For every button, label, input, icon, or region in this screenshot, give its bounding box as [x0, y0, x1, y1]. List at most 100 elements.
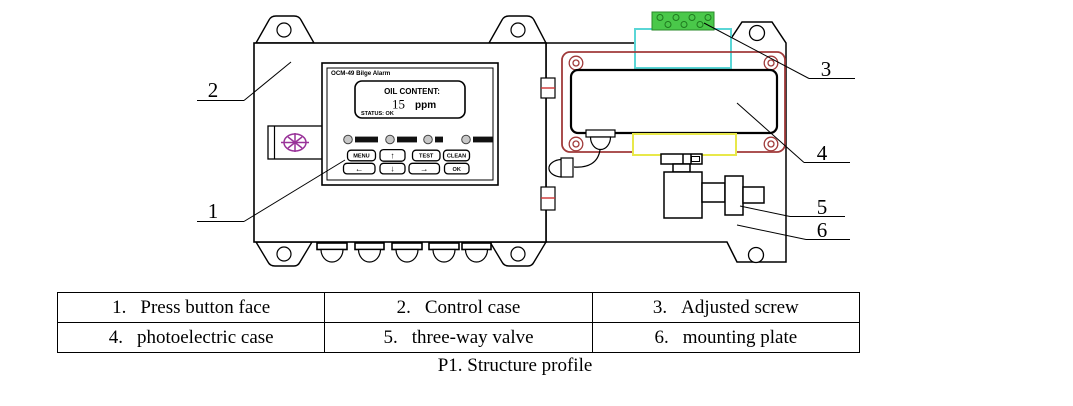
callout-3: 3 — [821, 57, 832, 81]
control-case: OCM-49 Bilge Alarm OIL CONTENT: 15 ppm S… — [253, 15, 548, 267]
valve-flange — [724, 175, 744, 216]
led-icon — [385, 134, 395, 145]
ok-button-label: OK — [453, 167, 461, 173]
part-name: Adjusted screw — [681, 296, 799, 318]
callout-1: 1 — [208, 199, 219, 223]
tab-hole-icon — [510, 246, 526, 262]
part-number: 5. — [383, 326, 398, 348]
side-gland-dome — [548, 158, 562, 178]
table-row: 1. Press button face 2. Control case 3. … — [56, 292, 861, 323]
cable-gland-icon — [432, 248, 456, 263]
table-row: 4. photoelectric case 5. three-way valve… — [56, 322, 861, 353]
right-button — [408, 162, 441, 175]
lcd-frame — [354, 80, 466, 119]
callout-5: 5 — [817, 195, 828, 219]
cable-gland-icon — [320, 248, 344, 263]
sensor-fitting-dome — [589, 136, 612, 151]
sample-tube-box — [632, 133, 737, 156]
hinge-blocks — [540, 77, 556, 211]
parts-table-cell: 3. Adjusted screw — [591, 292, 861, 323]
cable-gland-icon — [461, 242, 492, 251]
part-number: 6. — [654, 326, 669, 348]
valve-symbol-icon — [281, 133, 309, 152]
figure-caption: P1. Structure profile — [437, 355, 593, 376]
callouts — [197, 22, 855, 240]
down-button — [379, 162, 406, 175]
oil-content-value: 15 — [392, 97, 405, 112]
parts-table: 1. Press button face 2. Control case 3. … — [56, 292, 861, 353]
parts-table-cell: 5. three-way valve — [324, 322, 593, 353]
up-arrow-icon: ↑ — [390, 151, 394, 161]
menu-button — [346, 149, 377, 162]
part-name: mounting plate — [682, 326, 798, 348]
cable-gland-icon — [316, 242, 348, 251]
parts-table-cell: 4. photoelectric case — [56, 322, 326, 353]
sensor-cable — [573, 149, 601, 168]
callout-2: 2 — [208, 78, 219, 102]
part-number: 2. — [396, 296, 411, 318]
plate-hole-top-icon — [748, 24, 766, 42]
cable-gland-icon — [391, 242, 423, 251]
clean-button-label: CLEAN — [447, 154, 466, 160]
keypad: MENU ↑ TEST CLEAN ← ↓ → OK — [342, 148, 471, 175]
test-button-label: TEST — [419, 154, 434, 160]
up-button — [379, 148, 406, 162]
frame-screws — [568, 55, 779, 152]
menu-button-label: MENU — [353, 154, 369, 160]
part-name: three-way valve — [411, 326, 534, 348]
side-gland-body — [560, 157, 574, 178]
test-button — [411, 149, 441, 162]
led-indicators — [343, 134, 493, 145]
valve-side-pipe — [701, 182, 726, 203]
left-arrow-icon: ← — [355, 163, 364, 173]
led-label-bar — [355, 136, 378, 143]
parts-table-cell: 1. Press button face — [56, 292, 326, 323]
part-number: 3. — [652, 296, 668, 318]
callout-4: 4 — [817, 141, 828, 165]
tab-hole-icon — [276, 246, 292, 262]
valve-end-pipe — [742, 186, 765, 204]
tab-hole-icon — [510, 22, 526, 38]
cable-gland-icon — [354, 242, 385, 251]
part-name: Control case — [424, 296, 521, 318]
led-label-bar — [397, 136, 417, 143]
led-icon — [343, 134, 353, 145]
part-number: 4. — [108, 326, 123, 348]
sensor-head-box — [634, 28, 732, 69]
plate-hole-bottom-icon — [747, 246, 765, 264]
structure-diagram: OCM-49 Bilge Alarm OIL CONTENT: 15 ppm S… — [197, 11, 855, 267]
terminal-block — [651, 11, 715, 31]
cable-gland-icon — [428, 242, 460, 251]
part-number: 1. — [112, 296, 127, 318]
photoelectric-case-body — [569, 68, 779, 135]
parts-table-cell: 6. mounting plate — [591, 322, 861, 353]
oil-content-unit: ppm — [415, 100, 436, 111]
tab-hole-icon — [276, 22, 292, 38]
cable-gland-icon — [357, 248, 382, 263]
terminal-screws — [656, 14, 712, 28]
terminal-block-body — [651, 11, 715, 31]
led-icon — [423, 134, 433, 145]
down-arrow-icon: ↓ — [390, 164, 394, 174]
callout-6: 6 — [817, 218, 828, 242]
panel-title: OCM-49 Bilge Alarm — [331, 70, 391, 77]
status-line: STATUS: OK — [361, 111, 394, 117]
right-arrow-icon: → — [420, 163, 429, 173]
led-label-bar — [435, 136, 443, 143]
led-icon — [461, 134, 471, 145]
clean-button — [442, 149, 471, 162]
part-name: photoelectric case — [136, 326, 274, 348]
three-way-valve — [660, 153, 765, 219]
part-name: Press button face — [140, 296, 271, 318]
valve-stem — [672, 163, 691, 173]
cable-gland-icon — [395, 248, 419, 263]
sensor-fitting — [585, 129, 616, 138]
photoelectric-unit — [548, 11, 786, 219]
cable-gland-icon — [464, 248, 489, 263]
valve-body — [663, 171, 703, 219]
lcd-display: OIL CONTENT: 15 ppm STATUS: OK — [354, 80, 466, 119]
left-button — [342, 162, 376, 175]
parts-table-cell: 2. Control case — [324, 292, 593, 323]
ok-button — [443, 162, 470, 175]
